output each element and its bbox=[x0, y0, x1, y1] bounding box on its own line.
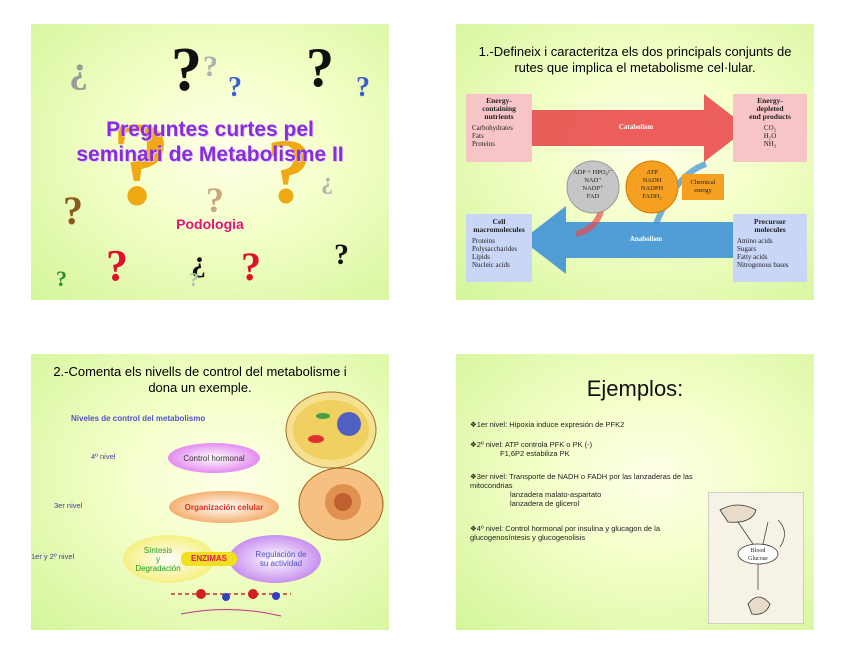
qmark-10: ? bbox=[206, 180, 224, 220]
level-3: 3er nivel bbox=[54, 501, 82, 510]
svg-text:Blood: Blood bbox=[751, 548, 766, 554]
cell-illustration-top bbox=[286, 392, 376, 468]
slide-3-control-levels: 2.-Comenta els nivells de control del me… bbox=[31, 354, 389, 630]
example-level-2-line-1: ❖2º nivel: ATP controla PFK o PK (-) bbox=[470, 440, 800, 449]
qmark-3: ? bbox=[203, 50, 218, 83]
qmark-11: ¿ bbox=[321, 169, 333, 195]
example-level-2-line-2: F1,6P2 estabiliza PK bbox=[470, 449, 800, 458]
cell-macromolecules: Cell macromolecules Proteins Polysacchar… bbox=[466, 218, 532, 269]
slide-1-subtitle: Podologia bbox=[31, 216, 389, 232]
example-level-3: ❖3er nivel: Transporte de NADH o FADH po… bbox=[470, 472, 730, 508]
level-1-2: 1er y 2º nivel bbox=[31, 552, 74, 561]
svg-text:?: ? bbox=[189, 269, 199, 291]
example-level-1: ❖1er nivel: Hipoxia induce expresión de … bbox=[470, 420, 800, 429]
organizacion-celular: Organización celular bbox=[169, 491, 279, 523]
precursor-molecules: Precursor molecules Amino acids Sugars F… bbox=[733, 218, 807, 269]
slide-4-examples: Ejemplos: ❖1er nivel: Hipoxia induce exp… bbox=[456, 354, 814, 630]
atp-circle-label: ATP NADH NADPH FADH₂ bbox=[626, 169, 678, 201]
qmark-12: ? bbox=[106, 241, 128, 290]
qmark-5: ? bbox=[306, 37, 334, 99]
slide-1-heading: Preguntes curtes pel seminari de Metabol… bbox=[31, 117, 389, 167]
adp-circle-label: ADP + HPO₄²⁻ NAD⁺ NADP⁺ FAD bbox=[567, 169, 619, 201]
energy-nutrients: Energy- containing nutrients Carbohydrat… bbox=[466, 97, 532, 148]
chemical-energy-label: Chemical energy bbox=[682, 179, 724, 195]
qmark-15: ? bbox=[334, 238, 349, 271]
cell-illustration-middle bbox=[299, 468, 383, 540]
qmark-1: ¿ bbox=[69, 49, 88, 91]
svg-text:Glucose: Glucose bbox=[748, 556, 768, 562]
example-level-3-line-2: lanzadera malato-aspartato bbox=[470, 490, 730, 499]
title-line-1: Preguntes curtes pel bbox=[31, 117, 389, 142]
example-level-3-line-1: ❖3er nivel: Transporte de NADH o FADH po… bbox=[470, 472, 730, 490]
example-level-3-line-3: lanzadera de glicerol bbox=[470, 499, 730, 508]
qmark-4: ? bbox=[228, 72, 242, 103]
level-4: 4º nivel bbox=[91, 452, 115, 461]
control-hormonal: Control hormonal bbox=[168, 443, 260, 473]
example-level-2: ❖2º nivel: ATP controla PFK o PK (-) F1,… bbox=[470, 440, 800, 458]
enzyme-sketch bbox=[171, 589, 291, 616]
regulacion-actividad: Regulación de su actividad bbox=[241, 535, 321, 583]
qmark-6: ? bbox=[356, 72, 370, 103]
catabolism-label: Catabolism bbox=[596, 123, 676, 131]
title-line-2: seminari de Metabolisme II bbox=[31, 142, 389, 167]
qmark-14: ? bbox=[241, 244, 261, 289]
qmark-2: ? bbox=[171, 36, 202, 104]
slide-4-heading: Ejemplos: bbox=[456, 376, 814, 402]
anabolism-label: Anabolism bbox=[606, 235, 686, 243]
depleted-products: Energy- depleted end products CO₂ H₂O NH… bbox=[733, 97, 807, 148]
glucose-sketch: Blood Glucose bbox=[708, 492, 804, 624]
example-level-4: ❖4º nivel: Control hormonal por insulina… bbox=[470, 524, 708, 542]
svg-text:?: ? bbox=[56, 266, 67, 291]
slide-1-title: ¿ ? ? ? ? ? ? ? ? ? ¿ ? ¿ ? ? ? ? Pregun… bbox=[31, 24, 389, 300]
enzimas-badge: ENZIMAS bbox=[181, 552, 237, 566]
slide-2-metabolism: 1.-Defineix i caracteritza els dos princ… bbox=[456, 24, 814, 300]
